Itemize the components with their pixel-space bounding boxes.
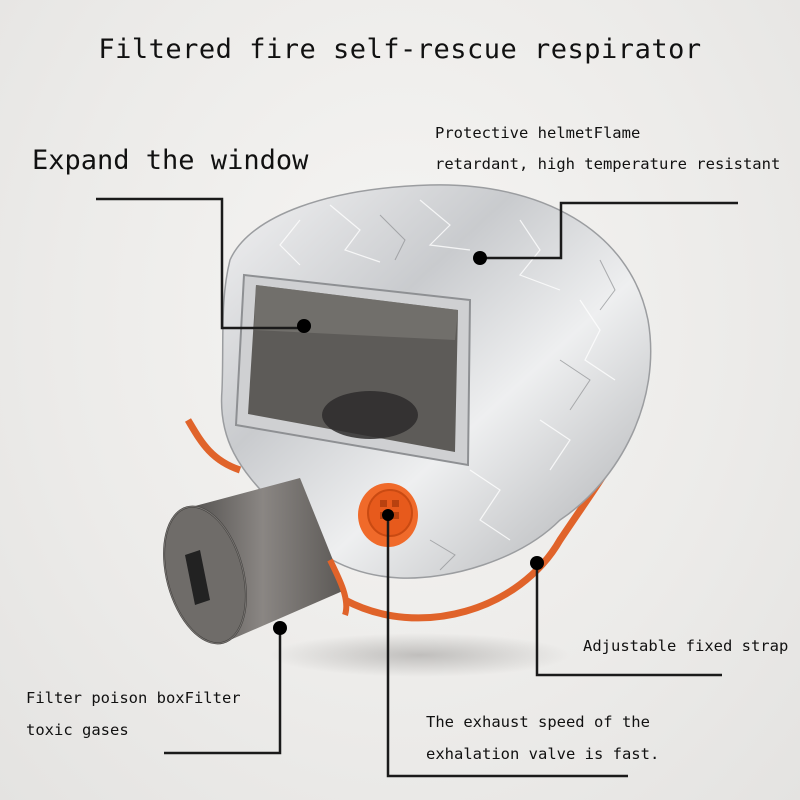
label-valve-line2: exhalation valve is fast.	[426, 745, 660, 763]
callout-valve-dot	[382, 509, 394, 521]
callout-lines	[96, 197, 738, 778]
callout-helmet-dot	[473, 251, 487, 265]
filter-canister	[163, 478, 345, 645]
label-strap: Adjustable fixed strap	[583, 637, 789, 655]
label-helmet-line2: retardant, high temperature resistant	[435, 155, 781, 173]
foil-texture	[279, 199, 616, 541]
callout-window-dot	[297, 319, 311, 333]
callout-strap-line	[535, 563, 722, 677]
page-title: Filtered fire self-rescue respirator	[98, 34, 702, 65]
callout-valve-line	[386, 515, 628, 778]
callout-window-line	[96, 197, 304, 330]
label-helmet-line1: Protective helmetFlame	[435, 124, 641, 142]
label-filter-line2: toxic gases	[26, 721, 129, 739]
callout-filter-line	[164, 628, 282, 755]
floor-shadow	[270, 633, 570, 677]
callout-strap-dot	[530, 556, 544, 570]
label-filter-line1: Filter poison boxFilter	[26, 689, 241, 707]
callout-helmet-line	[480, 201, 738, 260]
label-valve-line1: The exhaust speed of the	[426, 713, 650, 731]
callout-filter-dot	[273, 621, 287, 635]
label-window: Expand the window	[32, 145, 309, 176]
left-strap	[184, 418, 242, 474]
